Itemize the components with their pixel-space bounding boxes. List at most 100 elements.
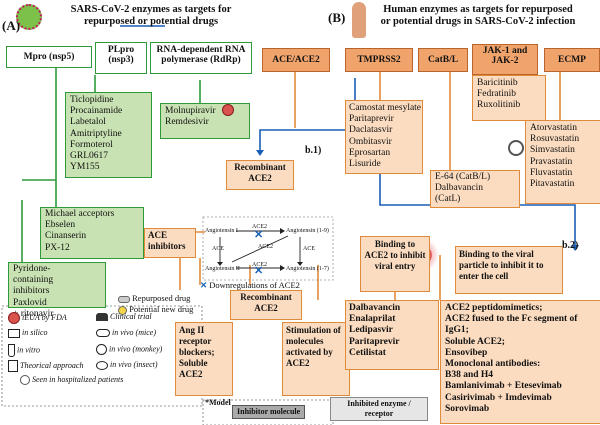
list-item: Paxlovid — [13, 297, 47, 308]
list-item: Monoclonal antibodies: — [445, 359, 541, 370]
ras-ace2-top: ACE2 — [252, 224, 267, 230]
legend-ieua: iEUA by FDA — [8, 312, 67, 324]
list-item: Rosuvastatin — [530, 134, 580, 145]
downregulation-x-icon: ✕ — [254, 229, 264, 241]
ieua-icon — [8, 312, 20, 324]
ras-ace2-mid: ACE2 — [258, 244, 273, 250]
legend-insilico: in silico — [8, 328, 48, 338]
list-item: Ledipasvir — [349, 325, 393, 336]
monitor-icon — [8, 328, 20, 338]
ras-ang17: Angiotensin (1-7) — [286, 266, 329, 272]
legend-hospitalized: Seen in hospitalized patients — [20, 375, 124, 386]
viral-binders-list: ACE2 peptidomimetics; ACE2 fused to the … — [440, 300, 600, 424]
recombinant-ace2-mid: Recombinant ACE2 — [230, 290, 302, 320]
ras-ang19: Angiotensin (1-9) — [286, 228, 329, 234]
legend-invivo-monkey: in vivo (monkey) — [96, 344, 162, 355]
target-plpro: PLpro (nsp3) — [95, 42, 147, 74]
list-item: Paritaprevir — [349, 336, 400, 347]
stethoscope-icon — [508, 140, 524, 156]
list-item: + ritonavir — [13, 308, 54, 319]
list-item: B38 and H4 — [445, 370, 494, 381]
legend-clinical-label: Clinical trial — [110, 312, 152, 321]
panel-b-title: Human enzymes as targets for repurposed … — [380, 4, 576, 27]
target-jak: JAK-1 and JAK-2 — [472, 44, 538, 75]
legend-invitro: in vitro — [8, 344, 40, 357]
target-rdrp: RNA-dependent RNA polymerase (RdRp) — [150, 42, 252, 74]
legend-clinical: Clinical trial — [96, 312, 152, 322]
people-icon — [96, 313, 108, 322]
legend-repurposed: Repurposed drug — [118, 293, 190, 303]
ecmp-drug-list: Atorvastatin Rosuvastatin Simvastatin Pr… — [525, 120, 600, 204]
ace2-binders-list: Dalbavancin Enalaprilat Ledipasvir Parit… — [345, 300, 439, 370]
legend-invivo-monkey-label: in vivo (monkey) — [109, 344, 163, 354]
stethoscope-icon — [20, 375, 30, 386]
monkey-icon — [96, 344, 107, 355]
list-item: Daclatasvir — [349, 125, 393, 136]
list-item: E-64 (CatB/L) — [435, 172, 491, 182]
list-item: Camostat mesylate — [349, 103, 422, 113]
list-item: Bamlanivimab + Etesevimab — [445, 381, 562, 392]
legend-invitro-label: in vitro — [17, 345, 41, 355]
mpro-drug-list: Michael acceptors Ebselen Cinanserin PX-… — [40, 207, 144, 259]
list-item: Procainamide — [70, 106, 123, 117]
ras-ace2-bottom: ACE2 — [252, 262, 267, 268]
legend-inhibitor-molecule: Inhibitor molecule — [232, 405, 306, 419]
legend-model: *Model — [205, 398, 231, 407]
binding-ace2-box: Binding to ACE2 to inhibit viral entry — [360, 236, 430, 292]
test-tube-icon — [8, 344, 15, 357]
legend-potential: Potential new drug — [118, 304, 193, 315]
list-item: Pravastatin — [530, 156, 573, 167]
list-item: Molnupiravir — [165, 106, 216, 116]
panel-a-label: (A) — [2, 18, 21, 33]
target-catbl: CatB/L — [418, 48, 468, 72]
rdrp-drug-list: Molnupiravir Remdesivir — [160, 103, 250, 139]
list-item: Atorvastatin — [530, 123, 577, 133]
recombinant-ace2-top: Recombinant ACE2 — [226, 160, 294, 190]
mouse-icon — [96, 329, 110, 338]
legend-invivo-mice: in vivo (mice) — [96, 328, 156, 338]
list-item: Fedratinib — [477, 89, 517, 100]
legend-invivo-insect: in vivo (insect) — [96, 360, 158, 370]
legend-inhibited-enzyme: Inhibited enzyme / receptor — [330, 397, 428, 421]
list-item: Pyridone-containing inhibitors — [13, 264, 54, 297]
list-item: Paritaprevir — [349, 114, 394, 125]
downregulation-x-icon: ✕ — [254, 265, 264, 277]
branch-b2-label: b.2) — [562, 240, 579, 251]
branch-b1-label: b.1) — [305, 145, 322, 156]
panel-a-title: SARS-CoV-2 enzymes as targets for repurp… — [70, 4, 232, 27]
legend-insilico-label: in silico — [22, 328, 48, 337]
list-item: Sorovimab — [445, 403, 490, 414]
list-item: Ombitasvir — [349, 136, 392, 147]
human-icon — [352, 2, 366, 38]
legend-theorical-label: Theorical approach — [20, 360, 84, 370]
list-item: Ebselen — [45, 220, 76, 231]
ras-ang2: Angiotensin II — [205, 266, 240, 272]
ace-inhibitors-box: ACE inhibitors — [144, 228, 196, 258]
legend-hospitalized-label: Seen in hospitalized patients — [32, 375, 124, 384]
catbl-drug-list: E-64 (CatB/L) Dalbavancin (CatL) — [430, 170, 520, 208]
list-item: Pitavastatin — [530, 179, 575, 190]
ieua-icon — [222, 104, 234, 116]
target-ecmp: ECMP — [544, 48, 600, 72]
list-item: Dalbavancin — [349, 303, 401, 313]
list-item: Casirivimab + Imdevimab — [445, 392, 552, 403]
list-item: ACE2 peptidomimetics; — [445, 303, 543, 313]
jak-drug-list: Baricitinib Fedratinib Ruxolitinib — [472, 75, 546, 121]
list-item: YM155 — [70, 162, 100, 173]
list-item: Michael acceptors — [45, 209, 115, 219]
list-item: Cinanserin — [45, 231, 87, 242]
list-item: Soluble ACE2; — [445, 336, 505, 347]
ras-ace-left: ACE — [212, 246, 224, 252]
list-item: Ensovibep — [445, 347, 488, 358]
list-item: Remdesivir — [165, 117, 209, 128]
binding-viral-box: Binding to the viral particle to inhibit… — [455, 246, 563, 294]
document-icon — [8, 360, 18, 372]
legend-invivo-insect-label: in vivo (insect) — [110, 360, 158, 369]
legend-theorical: Theorical approach — [8, 360, 83, 372]
list-item: Ticlopidine — [70, 95, 114, 105]
list-item: (CatL) — [435, 194, 461, 205]
mpro-drug-list-2: Pyridone-containing inhibitors Paxlovid … — [8, 262, 106, 319]
list-item: Dalbavancin — [435, 183, 484, 194]
virus-icon — [16, 4, 42, 30]
list-item: Cetilistat — [349, 347, 386, 358]
